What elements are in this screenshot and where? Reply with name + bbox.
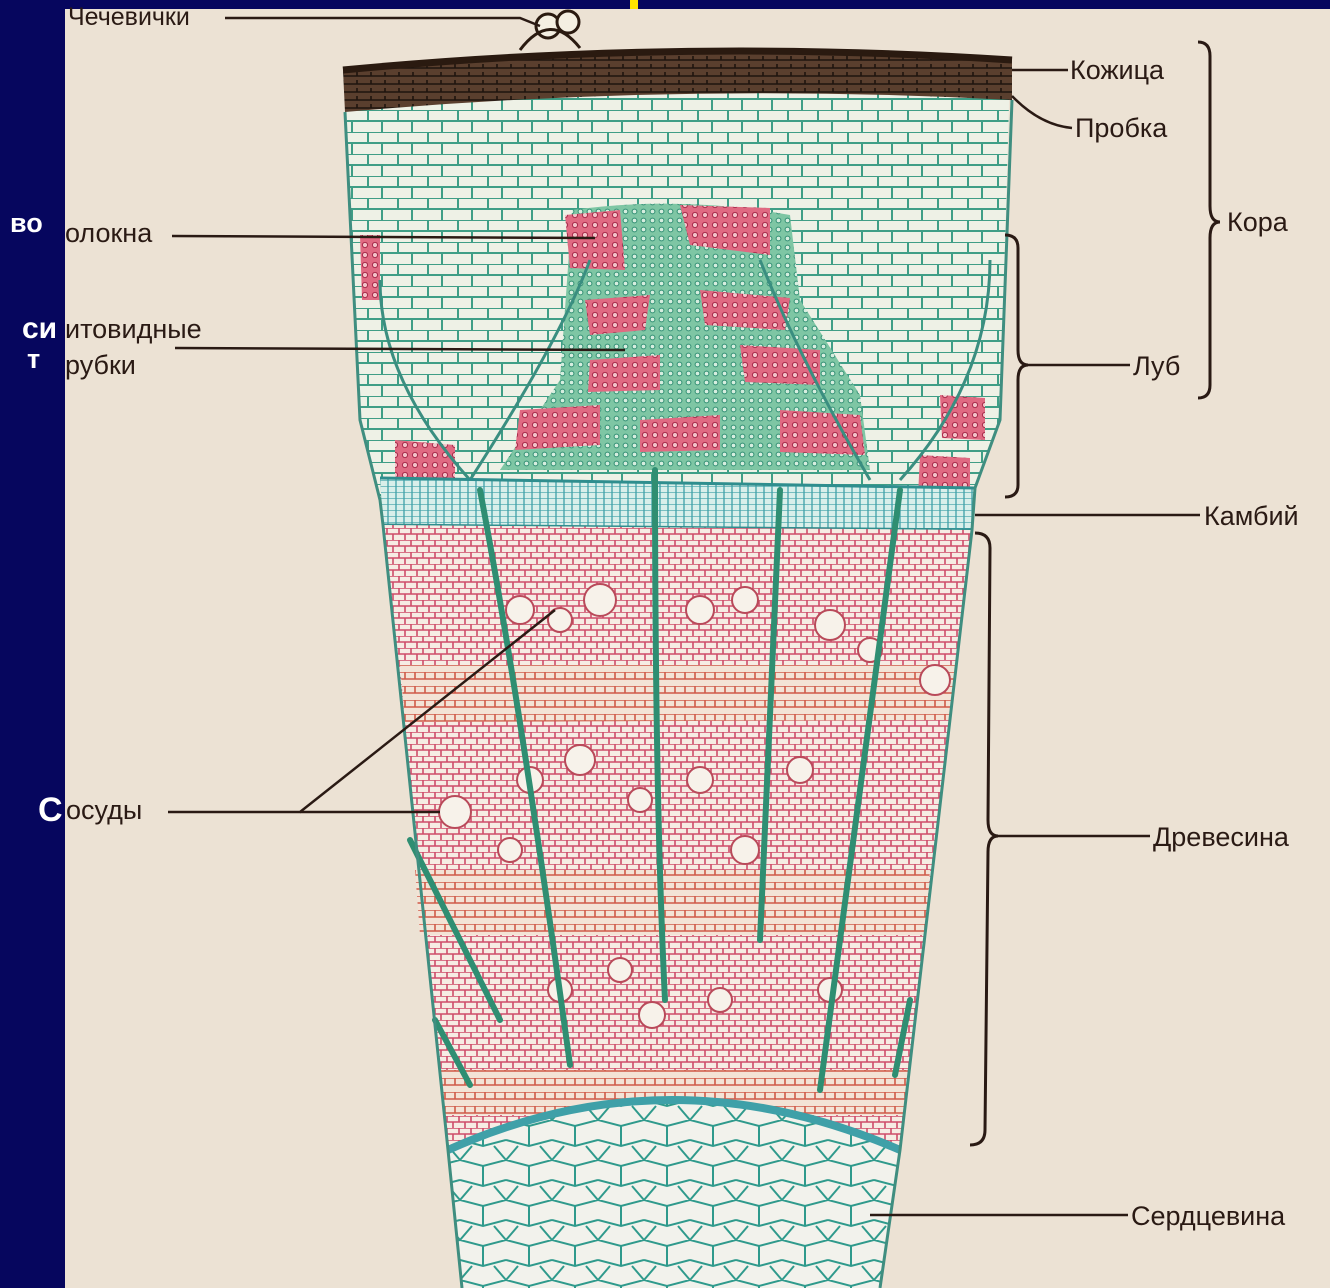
- label-sieve-tubes-line2: рубки: [65, 352, 136, 379]
- label-sieve-tubes-line1: итовидные: [65, 316, 202, 343]
- slide-fragment-si: си: [22, 314, 57, 344]
- slide-fragment-vo: во: [10, 210, 43, 237]
- label-phloem: Луб: [1133, 353, 1180, 380]
- label-vessels: осуды: [66, 797, 142, 824]
- label-cambium: Камбий: [1204, 503, 1299, 530]
- label-lenticels: Чечевички: [68, 5, 190, 30]
- yellow-marker: [630, 0, 638, 9]
- slide-fragment-s: С: [38, 793, 63, 827]
- label-wood: Древесина: [1153, 824, 1289, 851]
- label-cork: Пробка: [1075, 115, 1167, 142]
- slide-fragment-t: т: [27, 346, 40, 373]
- label-epidermis: Кожица: [1070, 57, 1164, 84]
- label-cortex: Кора: [1227, 209, 1288, 236]
- label-pith: Сердцевина: [1131, 1203, 1285, 1230]
- label-fibers: олокна: [65, 220, 152, 247]
